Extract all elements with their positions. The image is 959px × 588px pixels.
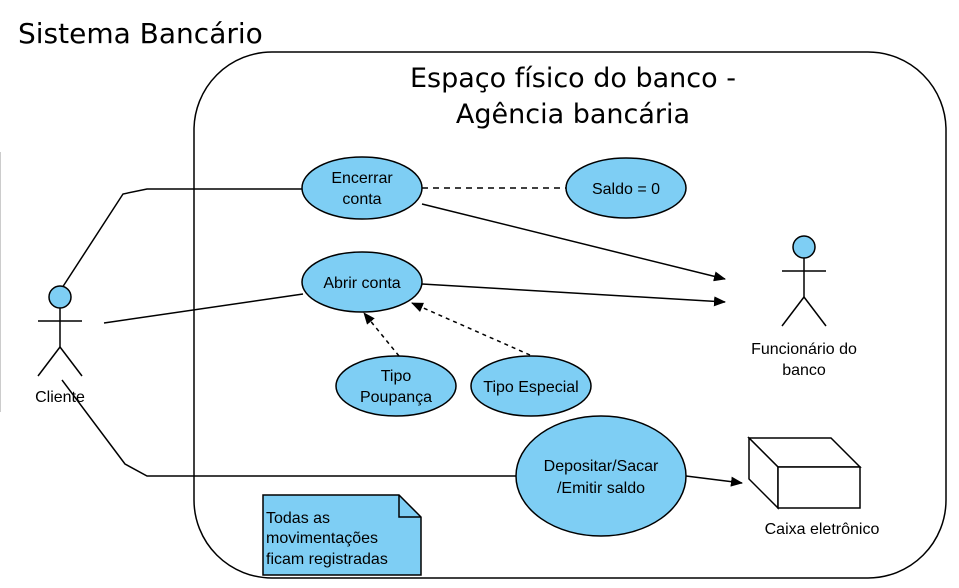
usecase-poupanca-label-2: Poupança [360, 389, 432, 406]
diagram-title: Sistema Bancário [18, 17, 263, 50]
note-line-3: ficam registradas [266, 551, 388, 568]
caixa-eletronico-label: Caixa eletrônico [765, 521, 880, 538]
note-fold [398, 495, 421, 518]
note-line-2: movimentações [266, 530, 378, 547]
arrow-depositar-caixa [685, 475, 743, 487]
box-front-face [777, 466, 861, 509]
usecase-poupanca-label-1: Tipo [381, 368, 412, 385]
generalization-especial [411, 302, 531, 356]
arrow-encerrar-funcionario [421, 203, 726, 282]
assoc-cliente-abrir [103, 293, 304, 324]
note-line-1: Todas as [266, 510, 330, 527]
usecase-depositar-sacar[interactable] [515, 415, 687, 537]
actor-funcionario-label-1: Funcionário do [751, 341, 857, 358]
usecase-encerrar-label-1: Encerrar [331, 170, 393, 187]
usecase-tipo-poupanca[interactable] [335, 355, 457, 417]
caixa-eletronico-box[interactable] [747, 436, 862, 510]
actor-cliente[interactable] [37, 285, 83, 377]
usecase-depositar-label-1: Depositar/Sacar [544, 458, 659, 475]
usecase-saldo-label: Saldo = 0 [592, 181, 660, 198]
usecase-abrir-label: Abrir conta [323, 275, 400, 292]
actor-funcionario[interactable] [781, 235, 827, 327]
usecase-especial-label: Tipo Especial [483, 379, 578, 396]
usecase-encerrar-label-2: conta [342, 191, 381, 208]
usecase-tipo-especial[interactable] [470, 355, 592, 417]
usecase-abrir-conta[interactable] [301, 251, 423, 313]
actor-funcionario-left-leg [781, 296, 805, 327]
actor-funcionario-head [792, 235, 816, 259]
assoc-cliente-encerrar [61, 188, 303, 289]
actor-cliente-head [48, 285, 72, 309]
assoc-cliente-depositar [61, 379, 516, 477]
generalization-poupanca [363, 312, 400, 357]
usecase-encerrar-conta[interactable] [301, 156, 423, 220]
usecase-saldo-zero[interactable] [565, 157, 687, 219]
note-movimentacoes [262, 494, 422, 576]
actor-funcionario-label-2: banco [782, 362, 826, 379]
actor-funcionario-right-leg [803, 296, 827, 327]
actor-cliente-label: Cliente [35, 389, 85, 406]
actor-cliente-left-leg [37, 346, 61, 377]
boundary-title-line2: Agência bancária [456, 99, 690, 130]
actor-cliente-right-leg [59, 346, 83, 377]
usecase-depositar-label-2: /Emitir saldo [557, 480, 645, 497]
boundary-title-line1: Espaço físico do banco - [410, 63, 736, 94]
note-shape [262, 494, 422, 576]
arrow-abrir-funcionario [421, 283, 726, 307]
